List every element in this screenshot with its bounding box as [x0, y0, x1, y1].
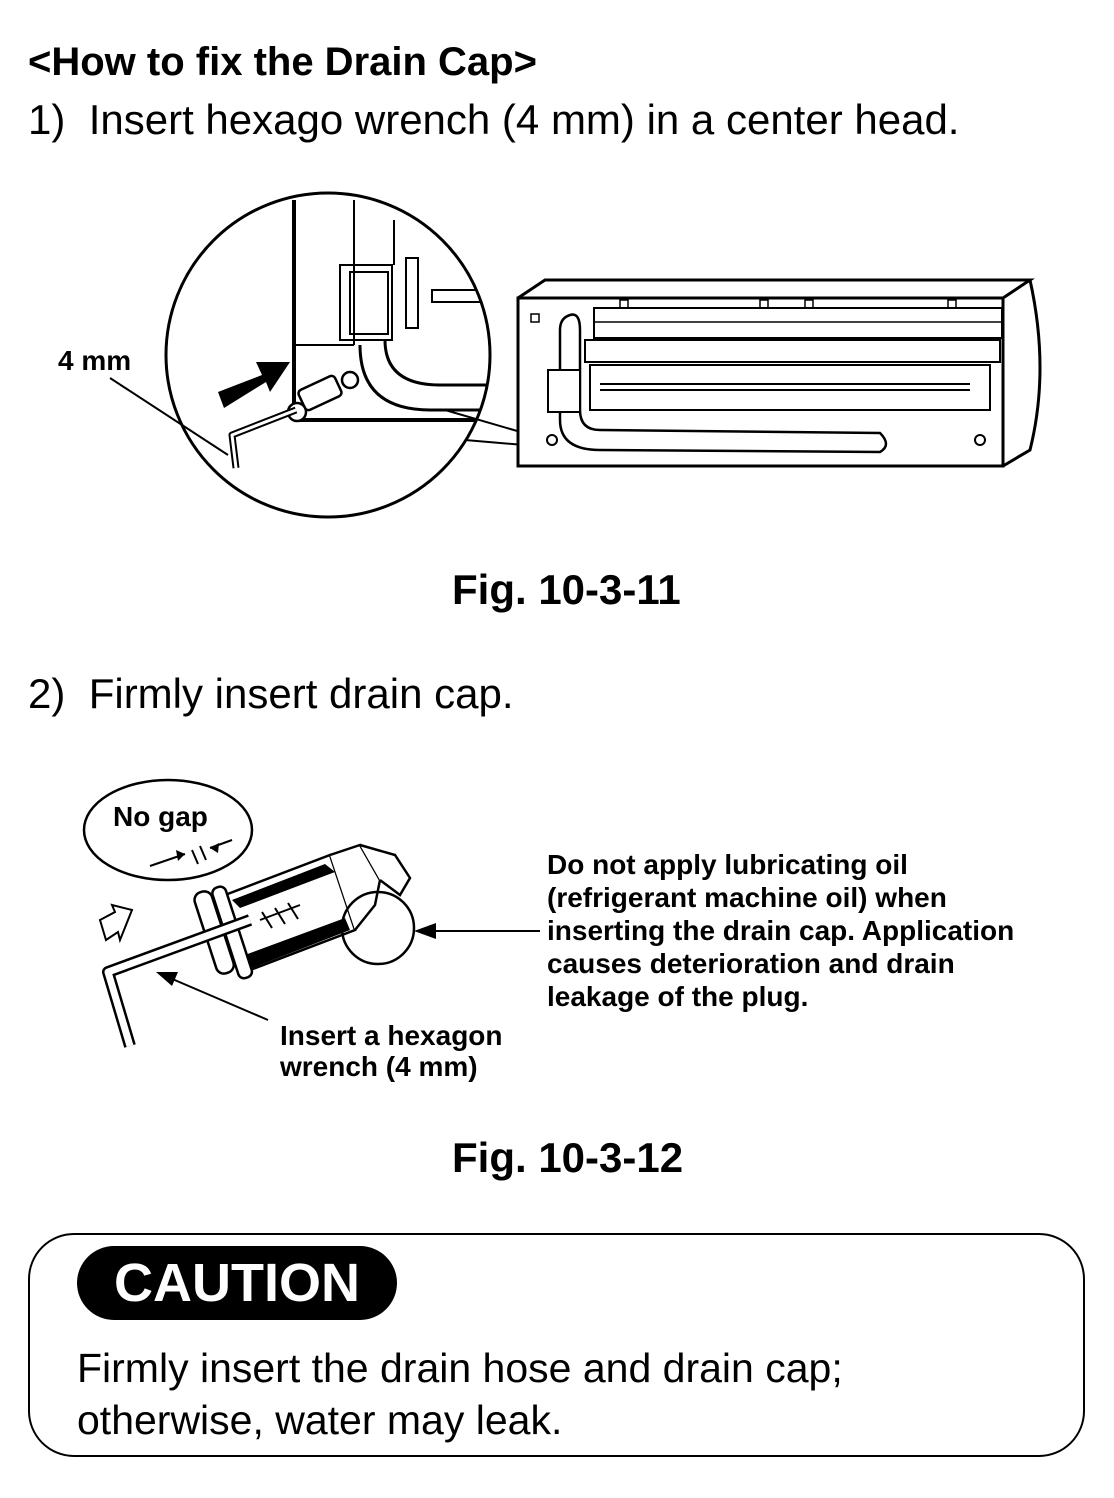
step-2-text: Firmly insert drain cap. — [88, 670, 514, 717]
note-line: Do not apply lubricating oil — [547, 849, 908, 880]
caution-text: Firmly insert the drain hose and drain c… — [77, 1342, 1067, 1446]
note-line: (refrigerant machine oil) when — [547, 882, 947, 913]
magnifier-circle — [164, 191, 492, 519]
label-insert-line-1: Insert a hexagon — [280, 1020, 503, 1051]
indoor-unit-drawing — [516, 278, 1042, 468]
figure-2-caption: Fig. 10-3-12 — [452, 1134, 684, 1181]
label-insert-line-2: wrench (4 mm) — [280, 1051, 478, 1082]
magnified-detail — [218, 200, 490, 469]
lubricant-warning-note: Do not apply lubricating oil (refrigeran… — [547, 848, 1087, 1013]
drain-cap-drawing — [193, 843, 412, 980]
section-heading: <How to fix the Drain Cap> — [28, 40, 537, 84]
label-insert-hexagon: Insert a hexagon wrench (4 mm) — [280, 1020, 503, 1082]
note-line: leakage of the plug. — [547, 981, 809, 1012]
note-line: causes deterioration and drain — [547, 948, 955, 979]
step-2-number: 2) — [28, 670, 66, 717]
caution-line-2: otherwise, water may leak. — [77, 1397, 563, 1443]
push-arrow-icon — [98, 903, 134, 944]
caution-box — [28, 1233, 1085, 1457]
step-1-number: 1) — [28, 96, 66, 143]
no-gap-callout — [82, 778, 254, 882]
figure-1-illustration — [109, 191, 1042, 519]
note-line: inserting the drain cap. Application — [547, 915, 1015, 946]
label-no-gap: No gap — [113, 801, 208, 832]
step-2: 2) Firmly insert drain cap. — [28, 670, 513, 718]
figure-2-illustration — [82, 778, 540, 1048]
caution-line-1: Firmly insert the drain hose and drain c… — [77, 1345, 843, 1391]
caution-badge: CAUTION — [77, 1246, 397, 1320]
step-1: 1) Insert hexago wrench (4 mm) in a cent… — [28, 96, 959, 144]
label-4mm: 4 mm — [58, 345, 132, 376]
figure-1-caption: Fig. 10-3-11 — [452, 566, 681, 613]
step-1-text: Insert hexago wrench (4 mm) in a center … — [88, 96, 960, 143]
